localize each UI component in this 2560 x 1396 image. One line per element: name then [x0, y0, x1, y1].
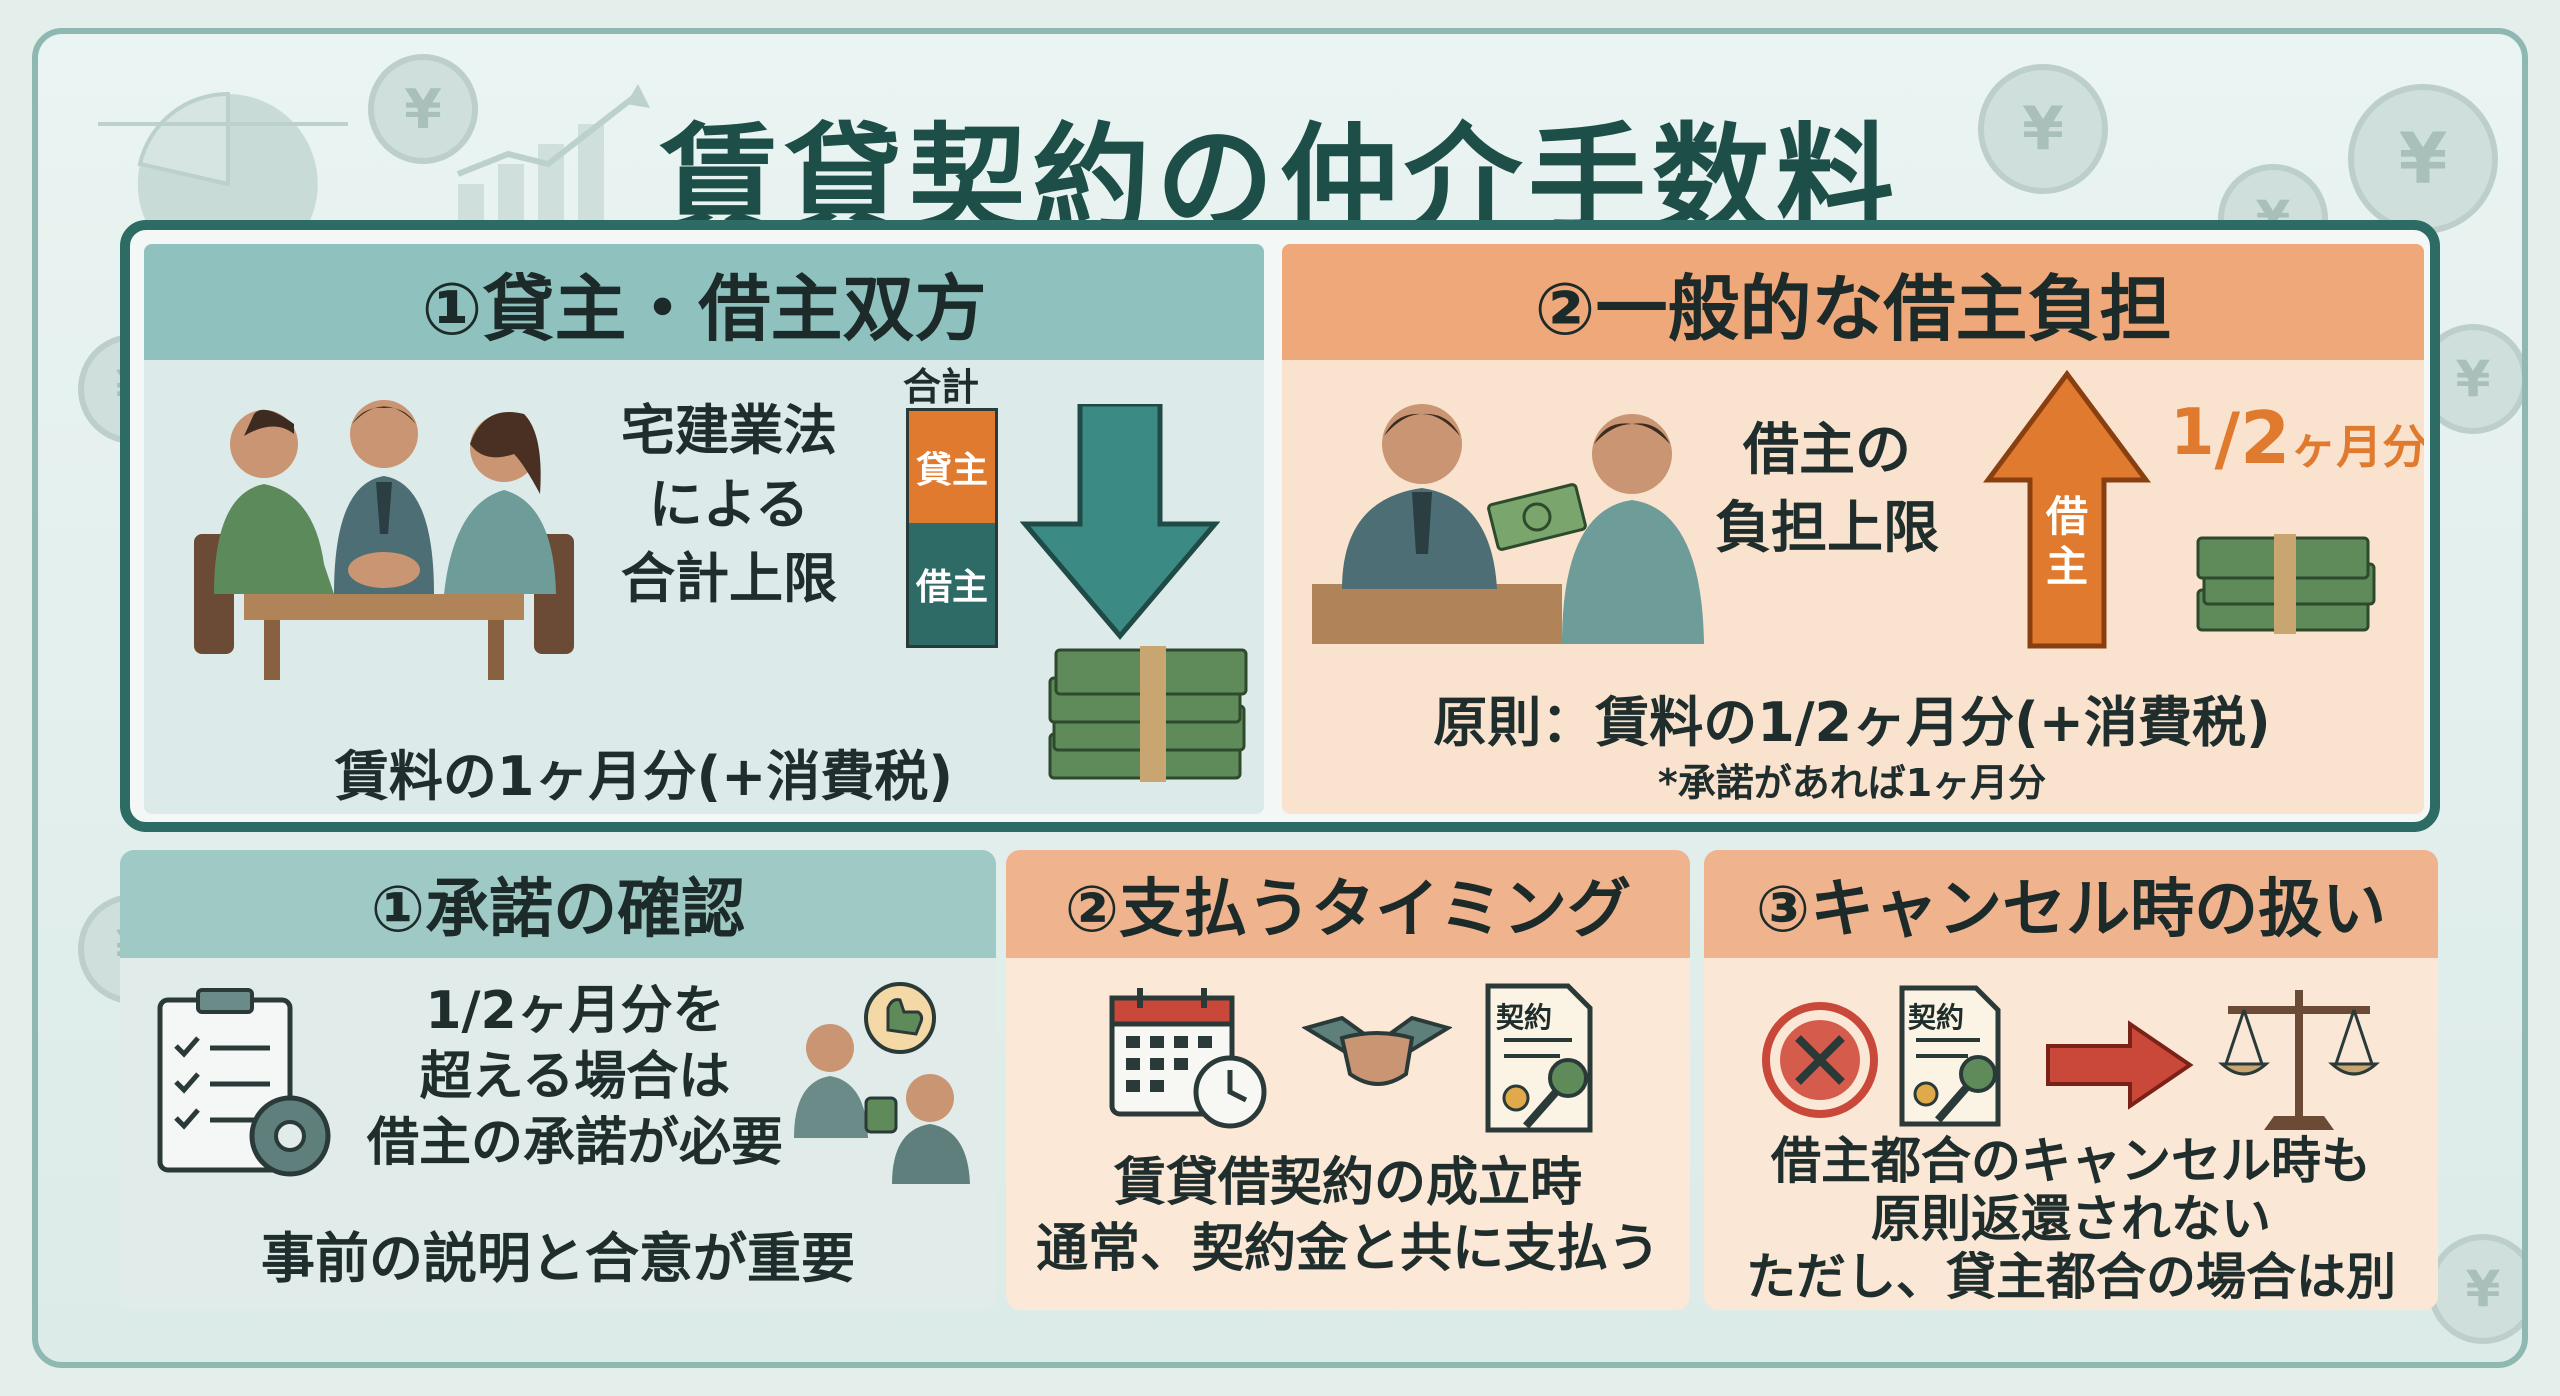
consent-check-line: 借主の承諾が必要	[366, 1113, 783, 1173]
legal-limit-text: 宅建業法 による 合計上限	[584, 394, 874, 616]
down-arrow-icon	[1020, 404, 1220, 640]
up-arrow-icon	[1983, 370, 2151, 649]
legal-limit-line: 宅建業法	[621, 399, 837, 462]
cancellation-text: 借主都合のキャンセル時も 原則返還されない ただし、貸主都合の場合は別	[1704, 1132, 2438, 1306]
legal-limit-line: による	[648, 473, 810, 536]
payment-timing-text: 賃貸借契約の成立時 通常、契約金と共に支払う	[1006, 1150, 1690, 1282]
handshake-meeting-icon	[194, 400, 574, 680]
cash-stack-icon	[1048, 646, 1248, 782]
fraction-denominator: 2	[2240, 396, 2291, 480]
fraction-unit: ヶ月分	[2290, 420, 2424, 474]
tenant-burden-caption: 原則：賃料の1/2ヶ月分(+消費税)	[1433, 691, 2271, 754]
cancel-x-icon	[1762, 1002, 1878, 1118]
contract-doc-label: 契約	[1496, 1001, 1553, 1034]
fee-overview-box: ①貸主・借主双方 宅建業法 による	[120, 220, 2440, 832]
calendar-clock-icon	[1109, 988, 1267, 1129]
right-arrow-icon	[2046, 1020, 2194, 1110]
both-parties-panel: ①貸主・借主双方 宅建業法 による	[144, 244, 1264, 814]
yen-coin-icon: ¥	[1978, 64, 2108, 194]
consent-note: *承諾があれば1ヶ月分	[1657, 761, 2047, 805]
thumbs-up-people-icon	[794, 982, 970, 1184]
landlord-bar-segment: 貸主	[909, 411, 995, 523]
cash-stack-icon	[2196, 534, 2376, 634]
tenant-limit-text: 借主の 負担上限	[1682, 412, 1972, 568]
consent-check-footer: 事前の説明と合意が重要	[261, 1227, 855, 1290]
cash-handover-icon	[1312, 404, 1704, 644]
yen-coin-icon: ¥	[368, 54, 478, 164]
contract-doc-label: 契約	[1908, 1001, 1965, 1034]
payment-timing-line: 通常、契約金と共に支払う	[1035, 1219, 1660, 1279]
balance-scale-icon	[2218, 990, 2380, 1130]
tenant-limit-line: 借主の	[1743, 418, 1911, 483]
total-stacked-bar: 貸主 借主	[906, 408, 998, 648]
cancellation-line: ただし、貸主都合の場合は別	[1746, 1248, 2396, 1306]
both-parties-heading: ①貸主・借主双方	[144, 244, 1264, 360]
consent-check-card: ①承諾の確認 1/2ヶ月分を 超える場合は 借主の承諾が必要 事前の説明と合意が…	[120, 850, 996, 1310]
payment-timing-card: ②支払うタイミング 契約 賃貸借契約の成立時 通常、契約金と共に支払う	[1006, 850, 1690, 1310]
consent-check-heading: ①承諾の確認	[120, 850, 996, 958]
yen-coin-icon: ¥	[2428, 1234, 2522, 1344]
fraction-numerator: 1	[2170, 396, 2215, 470]
checklist-gear-icon	[157, 988, 331, 1177]
payment-timing-heading: ②支払うタイミング	[1006, 850, 1690, 958]
fraction-slash: /	[2214, 398, 2241, 480]
tenant-limit-line: 負担上限	[1715, 496, 1939, 561]
up-arrow-label: 借主	[2045, 492, 2088, 591]
payment-timing-line: 賃貸借契約の成立時	[1113, 1153, 1582, 1213]
consent-check-line: 超える場合は	[419, 1047, 731, 1107]
contract-key-icon	[1485, 983, 1593, 1133]
cancellation-heading: ③キャンセル時の扱い	[1704, 850, 2438, 958]
tenant-burden-heading: ②一般的な借主負担	[1282, 244, 2424, 360]
legal-limit-line: 合計上限	[621, 547, 837, 610]
handshake-icon	[1302, 1015, 1452, 1086]
tenant-burden-panel: ②一般的な借主負担 借主の 負担上限 借主 1/2ヶ月分	[1282, 244, 2424, 814]
half-month-label: 1/2ヶ月分	[2170, 396, 2424, 480]
consent-check-text: 1/2ヶ月分を 超える場合は 借主の承諾が必要	[340, 978, 810, 1176]
total-label: 合計	[902, 365, 979, 409]
cancellation-line: 原則返還されない	[1871, 1190, 2271, 1248]
cancellation-card: ③キャンセル時の扱い 契約 借主都合のキャンセル時も 原則返還されない ただし、…	[1704, 850, 2438, 1310]
contract-key-icon	[1899, 985, 2001, 1127]
both-parties-caption: 賃料の1ヶ月分(+消費税)	[334, 745, 954, 808]
consent-check-line: 1/2ヶ月分を	[425, 981, 725, 1041]
tenant-bar-segment: 借主	[909, 523, 995, 645]
cancellation-line: 借主都合のキャンセル時も	[1771, 1132, 2371, 1190]
